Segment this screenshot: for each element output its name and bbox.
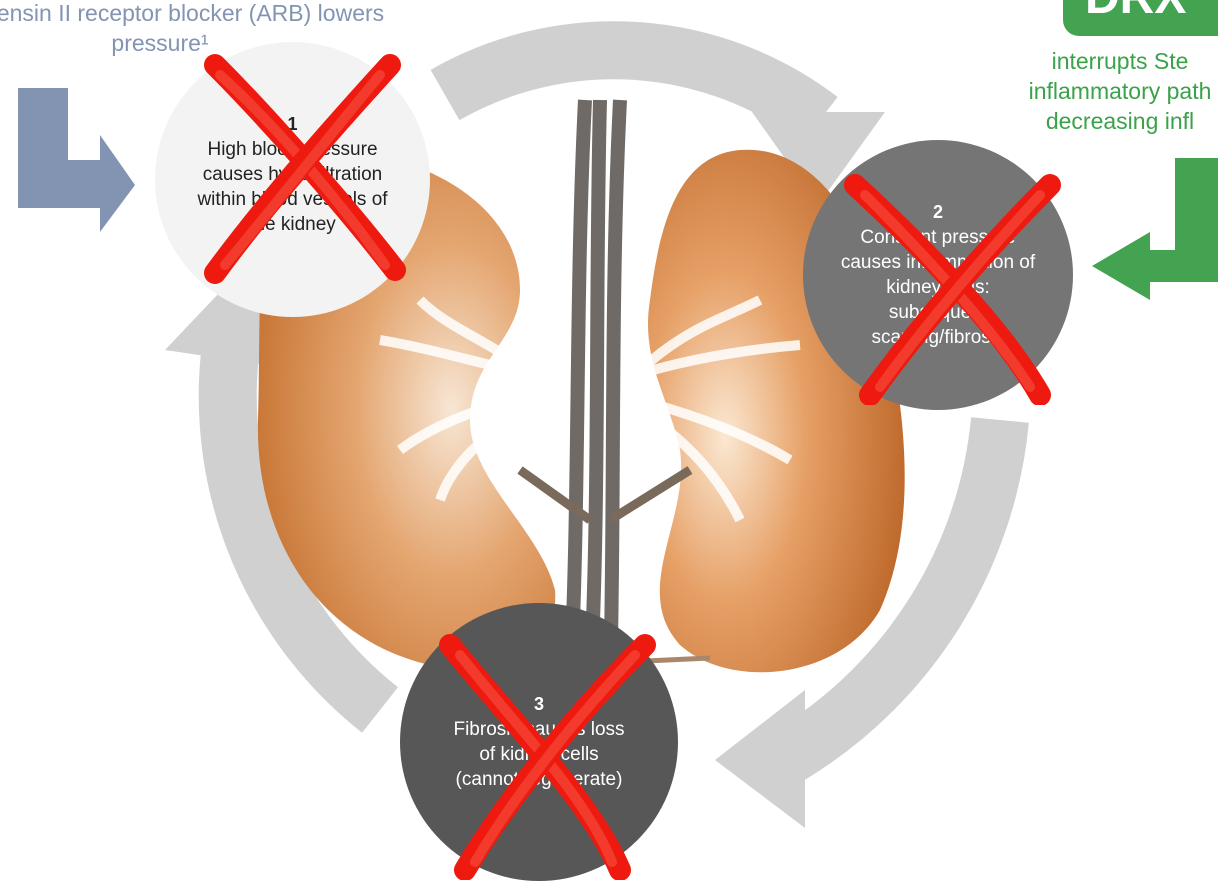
- drx-line-1: interrupts Ste: [920, 46, 1218, 76]
- drx-badge: DRX: [1063, 0, 1218, 36]
- x-mark-icon: [420, 630, 670, 880]
- bent-arrow-icon: [1092, 158, 1218, 300]
- drx-line-2: inflammatory path: [920, 76, 1218, 106]
- lower-branch: [520, 470, 690, 520]
- drx-line-3: decreasing infl: [920, 106, 1218, 136]
- bent-arrow-icon: [18, 88, 135, 232]
- cycle-arrow-right-head: [715, 690, 805, 828]
- drx-annotation: interrupts Ste inflammatory path decreas…: [920, 46, 1218, 136]
- x-mark-icon: [185, 45, 415, 285]
- central-vessels: [570, 100, 620, 690]
- arb-line-1: rotensin II receptor blocker (ARB) lower…: [0, 0, 350, 28]
- cycle-arrow-top: [445, 50, 820, 120]
- x-mark-icon: [830, 165, 1070, 405]
